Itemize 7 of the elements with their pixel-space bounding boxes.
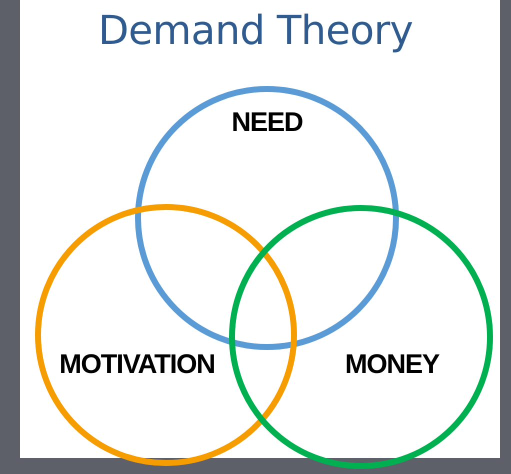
venn-circle [35,204,297,466]
title: Demand Theory [97,8,414,54]
circle-label: NEED [231,106,302,138]
circle-label: MONEY [344,348,439,380]
venn-circle [229,205,493,469]
venn-circle [135,86,399,350]
circle-label: MOTIVATION [59,348,215,380]
